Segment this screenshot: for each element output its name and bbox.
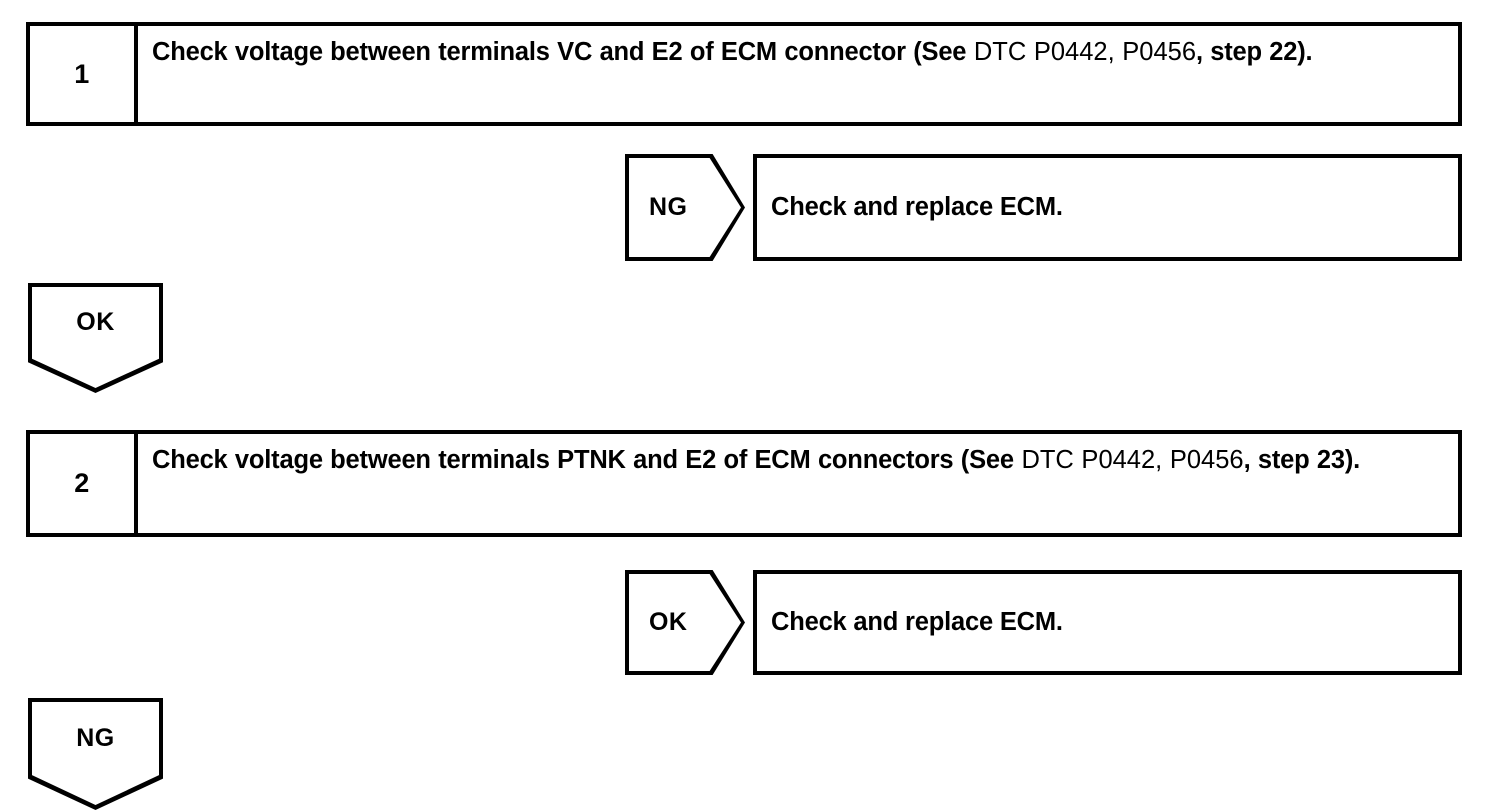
step-row-2[interactable]: 2 Check voltage between terminals PTNK a… [26, 430, 1462, 537]
result-box-2[interactable]: Check and replace ECM. [753, 570, 1462, 675]
judgement-label-ok-1: OK [76, 308, 115, 337]
judgement-label-ok-2: OK [648, 608, 688, 636]
result-text-2: Check and replace ECM. [771, 608, 1063, 636]
step-number-1: 1 [30, 26, 138, 122]
result-box-1[interactable]: Check and replace ECM. [753, 154, 1462, 261]
step-2-text-reference: DTC P0442, P0456 [1013, 446, 1244, 474]
step-text-1: Check voltage between terminals VC and E… [138, 26, 1458, 122]
step-2-text-bold-b: , step 23). [1243, 446, 1361, 474]
step-text-2: Check voltage between terminals PTNK and… [138, 434, 1458, 533]
step-2-text-bold-a: Check voltage between terminals PTNK and… [152, 446, 1014, 474]
judgement-arrow-ok-2[interactable]: OK [625, 570, 745, 675]
step-1-text-reference: DTC P0442, P0456 [966, 38, 1196, 66]
judgement-arrow-ok-1[interactable]: OK [28, 283, 163, 393]
step-number-2: 2 [30, 434, 138, 533]
judgement-arrow-ng-1[interactable]: NG [625, 154, 745, 261]
step-1-text-bold-b: , step 22). [1196, 38, 1313, 66]
step-row-1[interactable]: 1 Check voltage between terminals VC and… [26, 22, 1462, 126]
result-text-1: Check and replace ECM. [771, 193, 1063, 221]
judgement-label-ng-1: NG [648, 193, 688, 221]
judgement-label-ng-2: NG [76, 723, 115, 752]
judgement-arrow-ng-2[interactable]: NG [28, 698, 163, 810]
step-1-text-bold-a: Check voltage between terminals VC and E… [152, 38, 967, 66]
